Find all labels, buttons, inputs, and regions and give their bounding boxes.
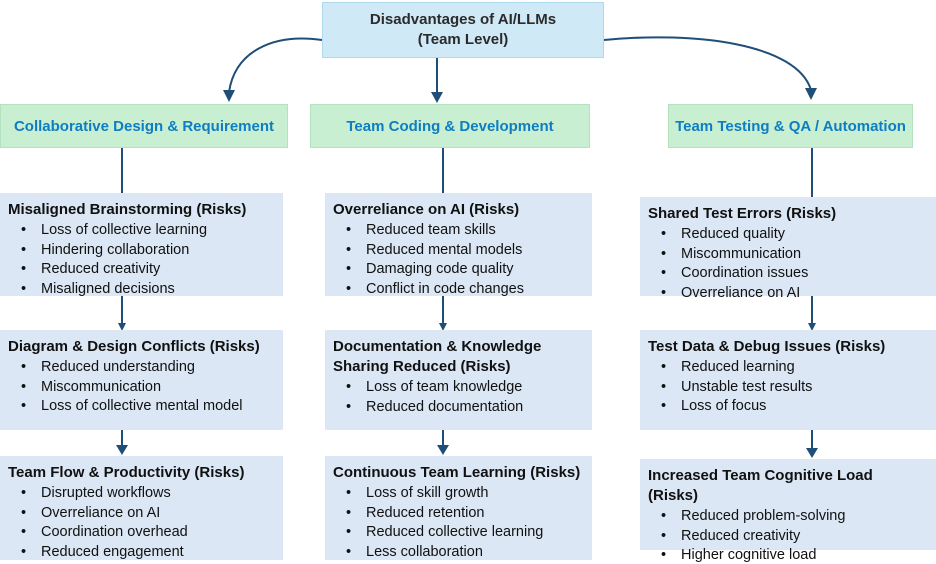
- risk-box-title: Misaligned Brainstorming (Risks): [8, 201, 247, 218]
- bullet-item: Reduced creativity: [648, 527, 926, 547]
- bullet-list: Reduced learning Unstable test results L…: [648, 358, 926, 417]
- bullet-list: Reduced team skills Reduced mental model…: [333, 221, 582, 299]
- bullet-item: Misaligned decisions: [8, 280, 273, 300]
- bullet-item: Reduced team skills: [333, 221, 582, 241]
- bullet-item: Damaging code quality: [333, 260, 582, 280]
- bullet-item: Reduced collective learning: [333, 523, 582, 543]
- bullet-list: Loss of collective learning Hindering co…: [8, 221, 273, 299]
- bullet-item: Reduced problem-solving: [648, 507, 926, 527]
- risk-box-title: Overreliance on AI (Risks): [333, 201, 520, 218]
- risk-box-shared-test-errors: Shared Test Errors (Risks) Reduced quali…: [640, 197, 936, 303]
- bullet-item: Miscommunication: [648, 245, 926, 265]
- bullet-item: Reduced understanding: [8, 358, 273, 378]
- bullet-item: Loss of skill growth: [333, 484, 582, 504]
- arrowhead-col3-box3: [806, 448, 818, 458]
- bullet-list: Reduced understanding Miscommunication L…: [8, 358, 273, 417]
- bullet-item: Reduced documentation: [333, 398, 582, 418]
- root-title-line2: (Team Level): [417, 31, 509, 48]
- bullet-item: Loss of team knowledge: [333, 378, 582, 398]
- branch-header-testing: Team Testing & QA / Automation: [668, 104, 913, 148]
- branch-header-design: Collaborative Design & Requirement: [0, 104, 288, 148]
- risk-box-overreliance-on-ai: Overreliance on AI (Risks) Reduced team …: [325, 193, 592, 299]
- bullet-item: Overreliance on AI: [8, 504, 273, 524]
- arrow-root-to-branch-3: [603, 36, 812, 91]
- arrowhead-col1-box3: [116, 445, 128, 455]
- risk-box-title: Increased Team Cognitive Load (Risks): [648, 467, 873, 504]
- root-title-line1: Disadvantages of AI/LLMs: [369, 11, 557, 28]
- bullet-item: Reduced quality: [648, 225, 926, 245]
- risk-box-title: Documentation & Knowledge Sharing Reduce…: [333, 338, 542, 375]
- risk-box-diagram-design-conflicts: Diagram & Design Conflicts (Risks) Reduc…: [0, 330, 283, 430]
- risk-box-increased-team-cognitive-load: Increased Team Cognitive Load (Risks) Re…: [640, 459, 936, 564]
- bullet-item: Miscommunication: [8, 378, 273, 398]
- risk-box-title: Team Flow & Productivity (Risks): [8, 464, 245, 481]
- bullet-item: Reduced mental models: [333, 241, 582, 261]
- risk-box-continuous-team-learning: Continuous Team Learning (Risks) Loss of…: [325, 456, 592, 562]
- bullet-item: Unstable test results: [648, 378, 926, 398]
- risk-box-test-data-debug-issues: Test Data & Debug Issues (Risks) Reduced…: [640, 330, 936, 430]
- arrow-root-to-branch-1: [228, 37, 323, 93]
- arrowhead-branch-2: [431, 92, 443, 103]
- bullet-item: Higher cognitive load: [648, 546, 926, 564]
- risk-box-title: Shared Test Errors (Risks): [648, 205, 837, 222]
- arrowhead-branch-3: [805, 88, 817, 100]
- bullet-item: Loss of focus: [648, 397, 926, 417]
- bullet-item: Reduced retention: [333, 504, 582, 524]
- bullet-list: Reduced quality Miscommunication Coordin…: [648, 225, 926, 303]
- root-box: Disadvantages of AI/LLMs (Team Level): [322, 2, 604, 58]
- bullet-item: Coordination issues: [648, 264, 926, 284]
- bullet-item: Less collaboration: [333, 543, 582, 563]
- bullet-item: Overreliance on AI: [648, 284, 926, 304]
- risk-box-documentation-knowledge-sharing: Documentation & Knowledge Sharing Reduce…: [325, 330, 592, 430]
- bullet-item: Reduced learning: [648, 358, 926, 378]
- bullet-item: Reduced creativity: [8, 260, 273, 280]
- bullet-list: Reduced problem-solving Reduced creativi…: [648, 507, 926, 564]
- bullet-item: Conflict in code changes: [333, 280, 582, 300]
- bullet-item: Coordination overhead: [8, 523, 273, 543]
- risk-box-title: Test Data & Debug Issues (Risks): [648, 338, 886, 355]
- risk-box-title: Continuous Team Learning (Risks): [333, 464, 581, 481]
- bullet-list: Loss of skill growth Reduced retention R…: [333, 484, 582, 562]
- arrowhead-col2-box3: [437, 445, 449, 455]
- bullet-item: Reduced engagement: [8, 543, 273, 563]
- bullet-item: Hindering collaboration: [8, 241, 273, 261]
- arrowhead-branch-1: [223, 90, 235, 102]
- risk-box-team-flow-productivity: Team Flow & Productivity (Risks) Disrupt…: [0, 456, 283, 562]
- risk-box-misaligned-brainstorming: Misaligned Brainstorming (Risks) Loss of…: [0, 193, 283, 299]
- bullet-list: Disrupted workflows Overreliance on AI C…: [8, 484, 273, 562]
- bullet-list: Loss of team knowledge Reduced documenta…: [333, 378, 582, 417]
- bullet-item: Disrupted workflows: [8, 484, 273, 504]
- branch-header-coding: Team Coding & Development: [310, 104, 590, 148]
- bullet-item: Loss of collective learning: [8, 221, 273, 241]
- bullet-item: Loss of collective mental model: [8, 397, 273, 417]
- risk-box-title: Diagram & Design Conflicts (Risks): [8, 338, 260, 355]
